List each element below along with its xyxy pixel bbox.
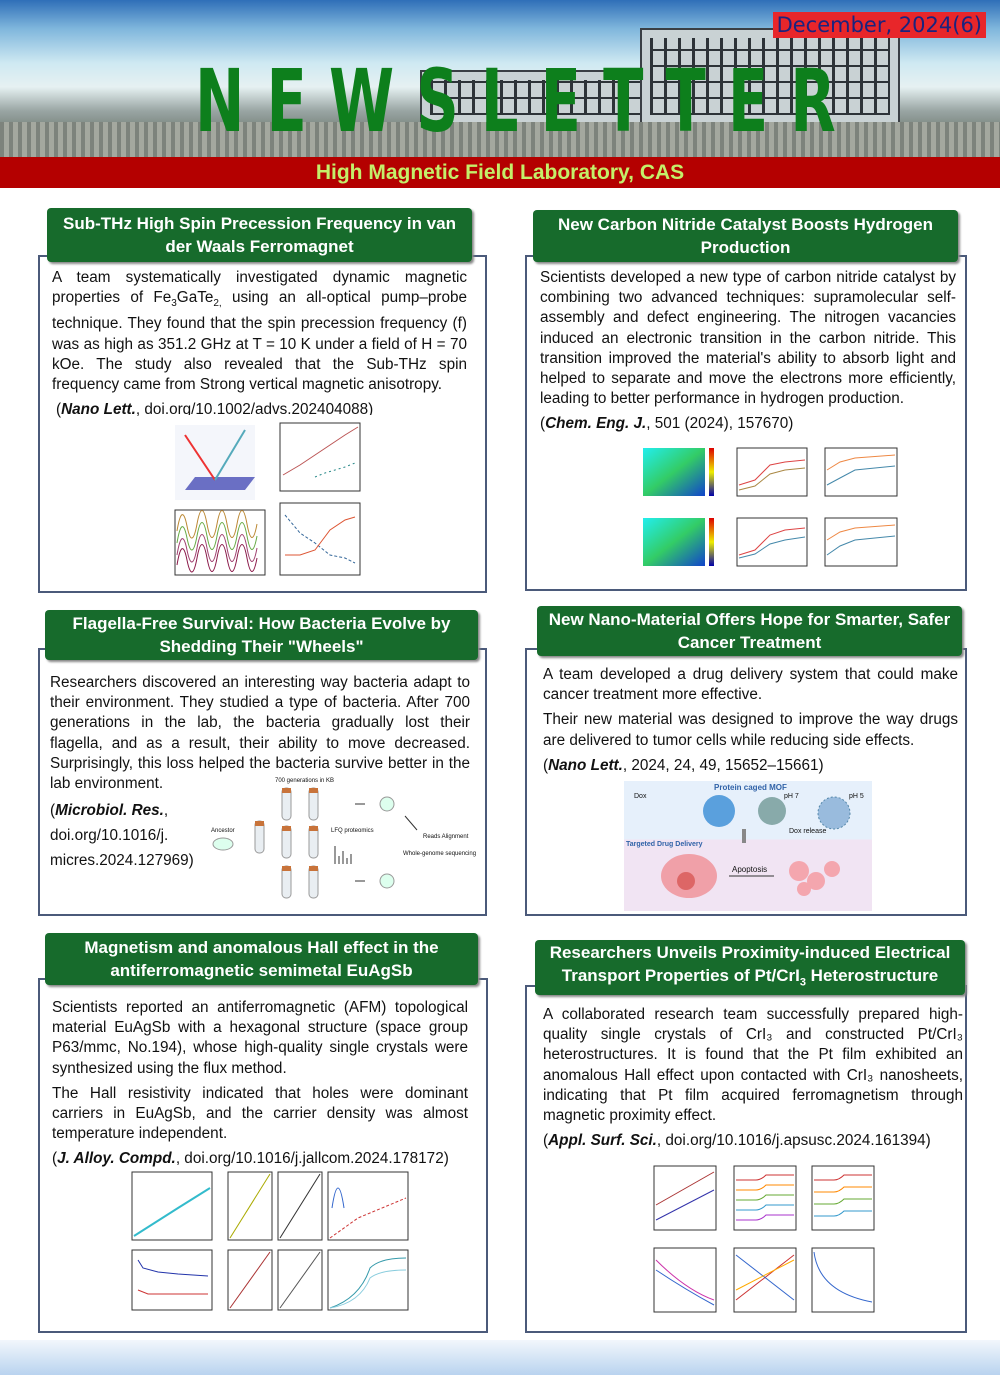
citation: (J. Alloy. Compd., doi.org/10.1016/j.jal… xyxy=(52,1150,449,1168)
citation: (Appl. Surf. Sci., doi.org/10.1016/j.aps… xyxy=(543,1132,931,1150)
figure-label: Ancestor xyxy=(211,828,235,834)
drug-delivery-figure: Protein caged MOF Dox pH 7 pH 5 Dox rele… xyxy=(624,781,872,911)
article-body: A collaborated research team successfull… xyxy=(543,1005,963,1151)
citation: (Microbiol. Res.,doi.org/10.1016/j.micre… xyxy=(50,802,194,870)
organization-name: High Magnetic Field Laboratory, CAS xyxy=(0,157,1000,188)
article-title: Sub-THz High Spin Precession Frequency i… xyxy=(47,208,472,262)
figure-label: Dox release xyxy=(789,828,827,835)
hall-effect-figure xyxy=(118,1168,418,1318)
figure-label: LFQ proteomics xyxy=(331,828,374,834)
article-title: Magnetism and anomalous Hall effect in t… xyxy=(45,933,478,985)
figure-label: Protein caged MOF xyxy=(714,783,787,792)
figure-label: pH 7 xyxy=(784,793,799,800)
spin-precession-figure xyxy=(165,415,480,583)
catalyst-figure xyxy=(625,440,905,580)
article-title: New Carbon Nitride Catalyst Boosts Hydro… xyxy=(533,210,958,262)
article-body: Scientists reported an antiferromagnetic… xyxy=(52,998,468,1170)
article-body: Researchers discovered an interesting wa… xyxy=(50,673,470,873)
issue-date: December, 2024(6) xyxy=(772,12,986,38)
article-body: A team developed a drug delivery system … xyxy=(543,665,958,776)
footer-band xyxy=(0,1340,1000,1375)
article-body: A team systematically investigated dynam… xyxy=(52,268,467,420)
figure-label: pH 5 xyxy=(849,793,864,800)
citation: (Nano Lett., doi.org/10.1002/advs.202404… xyxy=(56,401,374,419)
bacteria-evolution-figure: 700 generations in KB Ancestor LFQ prote… xyxy=(205,776,480,906)
article-title: Researchers Unveils Proximity-induced El… xyxy=(535,940,965,995)
figure-label: 700 generations in KB xyxy=(275,778,335,784)
figure-label: Apoptosis xyxy=(732,865,768,874)
building-illustration xyxy=(420,70,670,125)
article-title: Flagella-Free Survival: How Bacteria Evo… xyxy=(45,610,478,660)
figure-label: Dox xyxy=(634,793,647,800)
citation: (Chem. Eng. J., 501 (2024), 157670) xyxy=(540,415,794,433)
pt-cri3-figure xyxy=(640,1160,880,1325)
figure-label: Reads Alignment xyxy=(423,834,469,840)
article-title: New Nano-Material Offers Hope for Smarte… xyxy=(537,606,962,656)
figure-label: Whole-genome sequencing xyxy=(403,851,477,857)
figure-label: Targeted Drug Delivery xyxy=(626,841,703,848)
article-body: Scientists developed a new type of carbo… xyxy=(540,268,956,435)
citation: (Nano Lett., 2024, 24, 49, 15652–15661) xyxy=(543,756,824,774)
